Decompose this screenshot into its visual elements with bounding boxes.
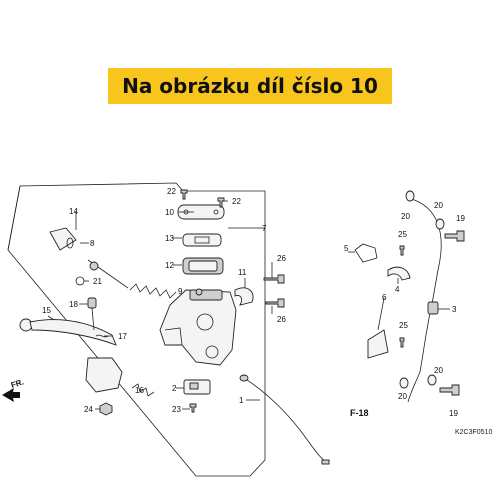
label-23: 23 [172,405,181,414]
hose-guide[interactable] [354,243,378,263]
label-26a: 26 [277,254,286,263]
label-26b: 26 [277,315,286,324]
fitting-cap[interactable] [195,288,203,296]
label-21: 21 [93,277,102,286]
piston-clip[interactable] [75,276,85,286]
cap-screw-2[interactable] [217,197,225,208]
sealing-washer-3[interactable] [399,377,409,389]
label-3: 3 [452,305,457,314]
label-24: 24 [84,405,93,414]
holder-clamp[interactable] [234,287,254,306]
diaphragm-plate[interactable] [182,233,222,247]
banjo-bolt[interactable] [444,230,465,242]
piston-spring[interactable] [129,283,177,299]
label-22b: 22 [232,197,241,206]
master-cylinder-body[interactable] [159,289,237,366]
part-number-banner: Na obrázku díl číslo 10 [108,68,392,104]
label-19b: 19 [449,409,458,418]
hose-guide-lower[interactable] [367,329,389,359]
sealing-washer[interactable] [405,190,415,202]
lever-pivot-set[interactable] [85,357,155,397]
brake-lever[interactable] [19,318,117,346]
label-16: 16 [135,386,144,395]
label-10: 10 [165,208,174,217]
label-14: 14 [69,207,78,216]
diaphragm[interactable] [182,257,224,275]
banner-text: Na obrázku díl číslo 10 [122,74,378,98]
label-20d: 20 [398,392,407,401]
piston-rod[interactable] [87,259,129,289]
cap-screw[interactable] [180,189,188,200]
label-25a: 25 [398,230,407,239]
sealing-washer-2[interactable] [435,218,445,230]
label-19a: 19 [456,214,465,223]
hose-clamp[interactable] [387,266,411,281]
front-marker: FR. [10,377,25,390]
label-20c: 20 [434,366,443,375]
label-2: 2 [172,384,177,393]
front-arrow-icon [2,388,20,402]
label-17: 17 [118,332,127,341]
clamp-bolt-2[interactable] [265,298,285,308]
assembly-outline [7,182,266,477]
switch-screw[interactable] [189,403,197,413]
label-7: 7 [262,224,267,233]
label-20a: 20 [401,212,410,221]
label-5: 5 [344,244,349,253]
label-25b: 25 [399,321,408,330]
label-11: 11 [238,268,247,277]
label-12: 12 [165,261,174,270]
label-13: 13 [165,234,174,243]
o-ring[interactable] [66,237,74,249]
pivot-bolt[interactable] [87,297,97,331]
figure-reference: F-18 [350,408,369,418]
guide-bolt-2[interactable] [399,337,405,348]
piston-boot[interactable] [49,227,77,251]
guide-bolt[interactable] [399,245,405,256]
label-6: 6 [382,293,387,302]
banjo-bolt-2[interactable] [439,384,460,396]
clamp-bolt[interactable] [263,274,285,284]
label-8: 8 [90,239,95,248]
label-18: 18 [69,300,78,309]
label-15: 15 [42,306,51,315]
switch-wire[interactable] [239,374,330,465]
label-4: 4 [395,285,400,294]
diagram-code: K2C3F0510 [455,429,492,436]
label-1: 1 [239,396,244,405]
stop-switch[interactable] [183,379,211,395]
sealing-washer-4[interactable] [427,374,437,386]
label-20b: 20 [434,201,443,210]
pivot-nut[interactable] [99,402,113,416]
label-9: 9 [178,287,183,296]
label-22a: 22 [167,187,176,196]
